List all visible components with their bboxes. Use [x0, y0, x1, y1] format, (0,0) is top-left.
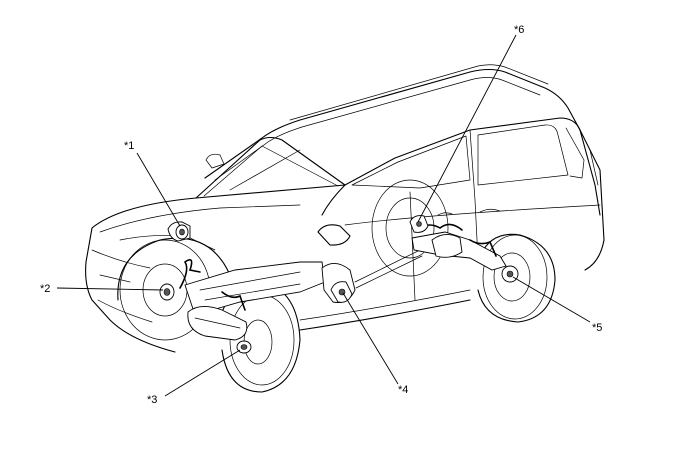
- leader-line-1: [136, 152, 181, 227]
- component-3-sensor: [236, 340, 252, 354]
- rear-left-wheel: [371, 179, 449, 277]
- leader-line-4: [342, 292, 399, 385]
- callout-label-3: *3: [147, 394, 157, 406]
- callout-label-4: *4: [398, 384, 408, 396]
- callout-label-2: *2: [40, 283, 50, 295]
- propeller-shaft: [354, 249, 423, 289]
- component-5-sensor: [501, 265, 519, 283]
- leader-line-3: [164, 349, 241, 397]
- vehicle-body-outline: [85, 64, 605, 353]
- front-differential: [187, 306, 248, 341]
- leader-lines: [56, 34, 591, 397]
- rear-axle: [411, 231, 507, 271]
- leader-line-6: [417, 34, 517, 223]
- component-6-part: [409, 215, 429, 233]
- rear-right-wheel: [477, 233, 556, 323]
- callout-label-1: *1: [124, 140, 134, 152]
- callout-label-6: *6: [514, 24, 524, 36]
- component-1-part: [167, 221, 191, 242]
- callout-label-5: *5: [592, 322, 602, 334]
- component-2-sensor: [159, 283, 175, 301]
- component-4-part: [330, 281, 353, 303]
- leader-line-2: [56, 287, 164, 291]
- leader-line-5: [512, 276, 591, 323]
